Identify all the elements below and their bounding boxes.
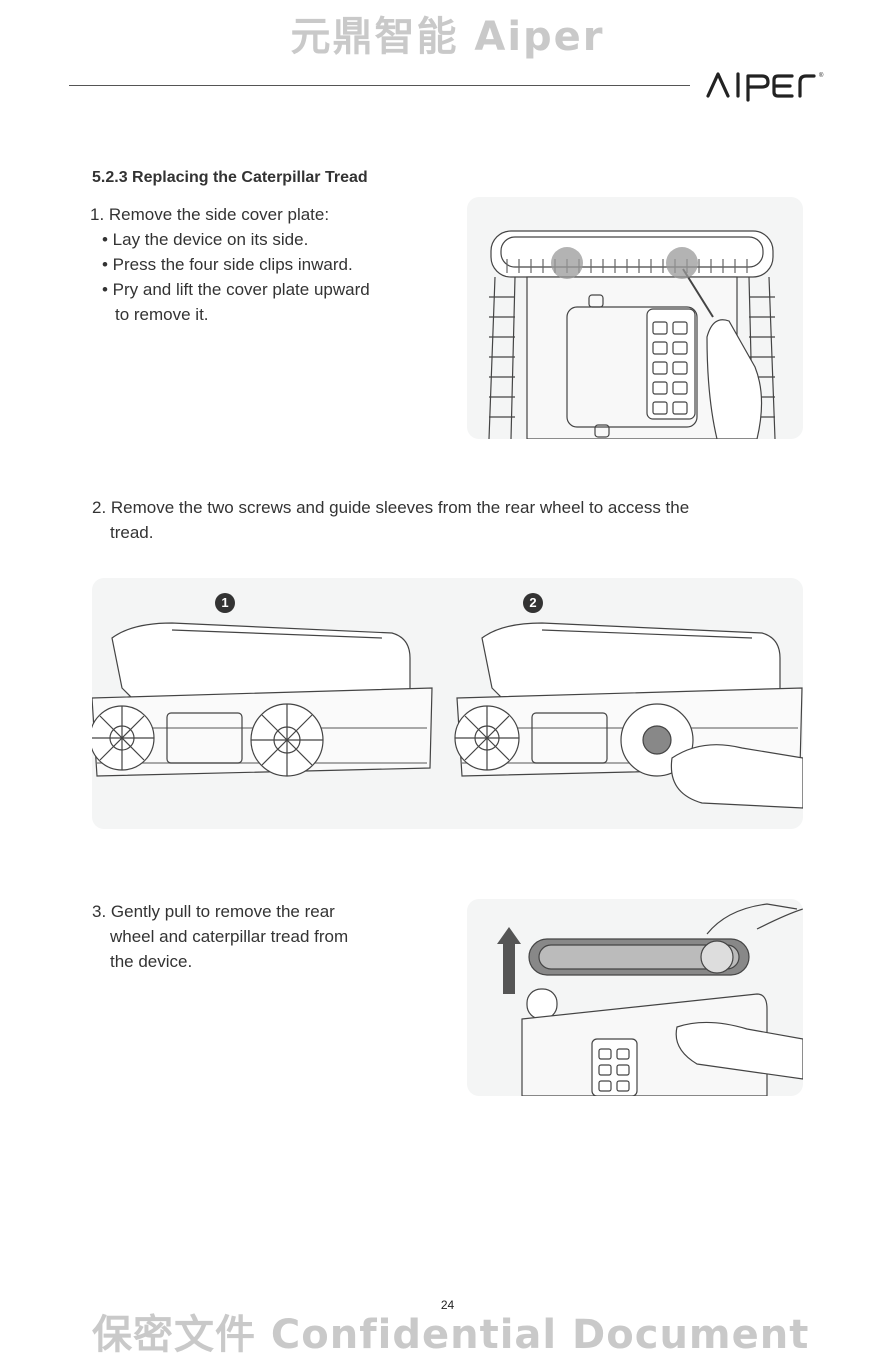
step-2-line: tread. — [110, 523, 154, 542]
step-1-text: 1. Remove the side cover plate: • Lay th… — [90, 202, 370, 327]
tread-removal-illustration — [467, 899, 803, 1096]
step-2-text: 2. Remove the two screws and guide sleev… — [92, 495, 689, 545]
step-badge: 1 — [215, 593, 235, 613]
side-cover-illustration — [467, 197, 803, 439]
page-number: 24 — [440, 1298, 455, 1312]
step-3-line: the device. — [110, 952, 193, 971]
step-1-bullet: • Press the four side clips inward. — [102, 255, 353, 274]
step-badge: 2 — [523, 593, 543, 613]
step-2-line: 2. Remove the two screws and guide sleev… — [92, 498, 690, 517]
bottom-watermark: 保密文件 Confidential Document — [92, 1312, 810, 1358]
registered-mark: ® — [819, 72, 824, 79]
top-watermark: 元鼎智能 Aiper — [290, 14, 605, 60]
step-1-bullet: • Lay the device on its side. — [102, 230, 309, 249]
arrow-up-icon — [497, 927, 521, 994]
step-1-bullet-continuation: to remove it. — [115, 305, 209, 324]
header-divider — [69, 85, 690, 86]
step-1-heading: 1. Remove the side cover plate: — [90, 205, 330, 224]
section-title: 5.2.3 Replacing the Caterpillar Tread — [92, 169, 368, 186]
aiper-logo: ® — [706, 72, 824, 102]
rear-wheel-screws-illustration: 1 2 — [92, 578, 803, 829]
step-3-text: 3. Gently pull to remove the rear wheel … — [92, 899, 348, 974]
step-3-line: wheel and caterpillar tread from — [110, 927, 349, 946]
step-1-bullet: • Pry and lift the cover plate upward — [102, 280, 370, 299]
step-3-line: 3. Gently pull to remove the rear — [92, 902, 335, 921]
